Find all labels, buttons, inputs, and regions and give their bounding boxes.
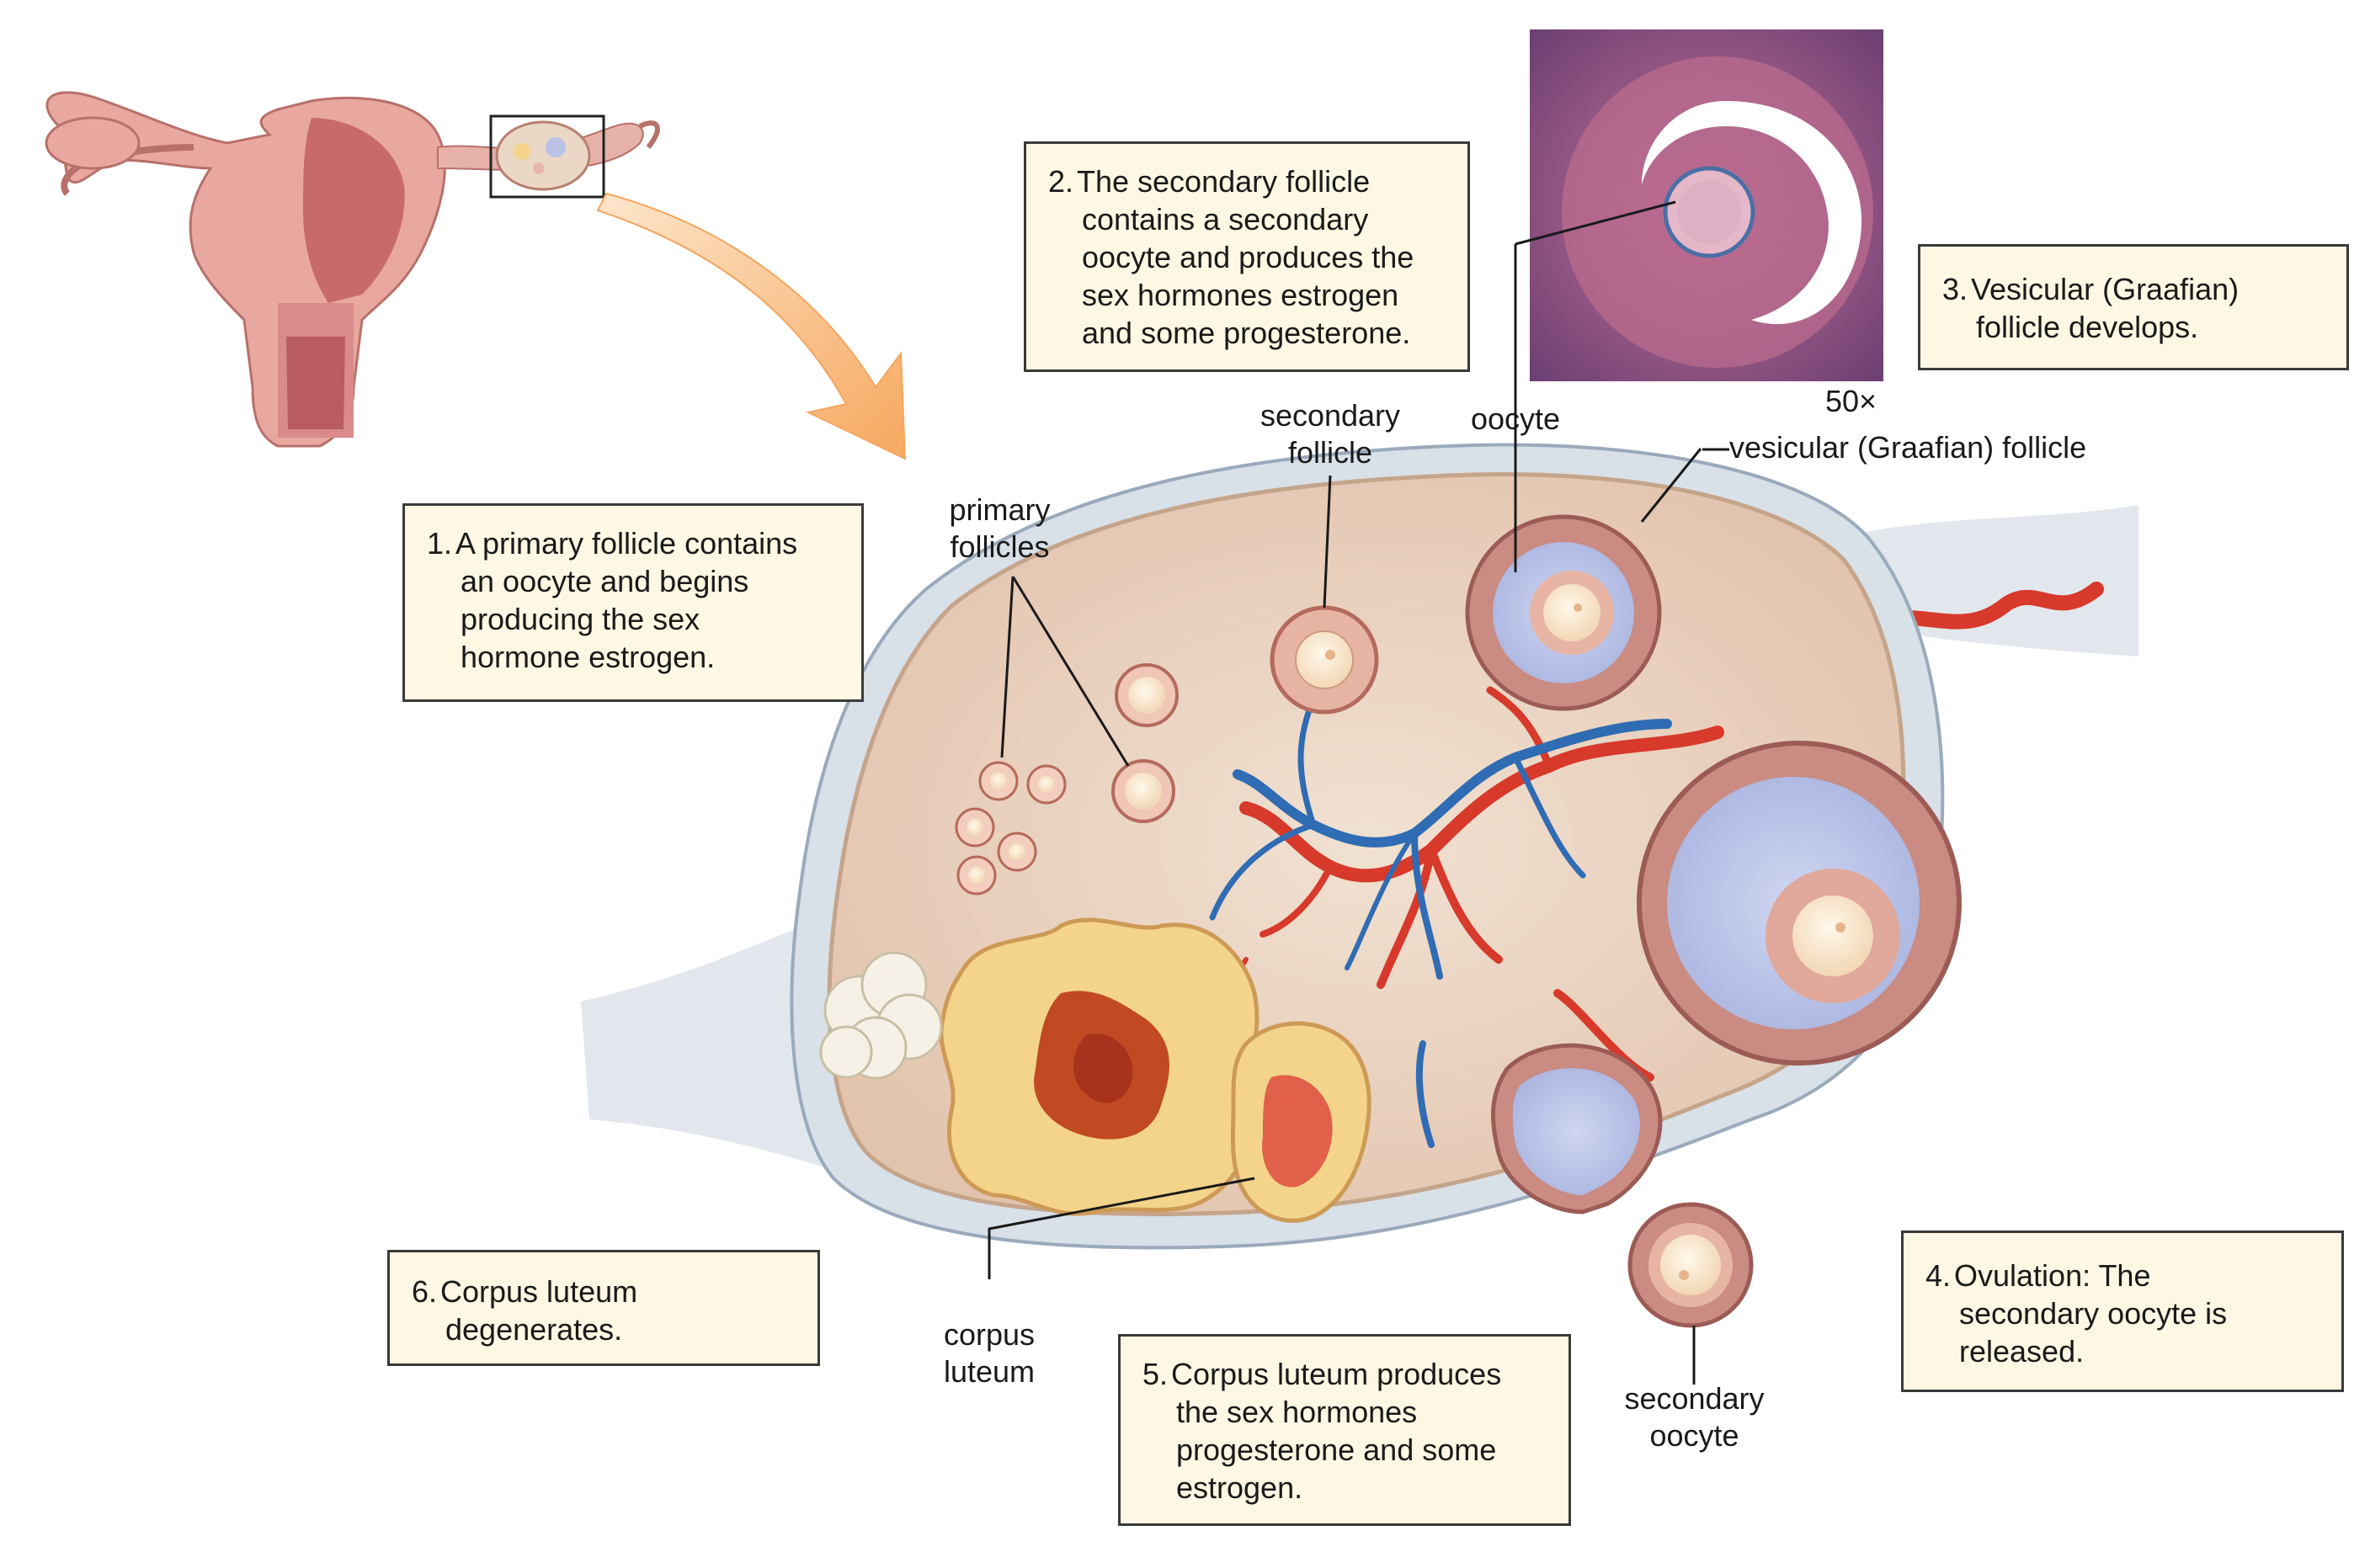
step-text: secondary oocyte is xyxy=(1959,1296,2228,1331)
mature-follicle xyxy=(1637,741,1962,1066)
label-line: follicles xyxy=(950,529,1050,564)
leader-lines xyxy=(988,200,1702,1385)
label-line: secondary xyxy=(1260,398,1401,433)
vesicular-follicle xyxy=(1465,514,1662,711)
step-text: Ovulation: The xyxy=(1954,1258,2151,1293)
ruptured-follicle xyxy=(1491,1043,1663,1215)
step-text: follicle develops. xyxy=(1976,310,2199,344)
label-primary-follicles: primary follicles xyxy=(926,492,1073,566)
label-corpus-luteum: corpus luteum xyxy=(926,1316,1052,1390)
step-text: Corpus luteum xyxy=(440,1274,638,1309)
corpus-albicans xyxy=(819,951,943,1080)
step-5-callout: 5.Corpus luteum produces the sex hormone… xyxy=(1118,1334,1571,1526)
label-line: oocyte xyxy=(1649,1418,1739,1453)
step-text: sex hormones estrogen xyxy=(1082,278,1399,312)
micrograph-magnification: 50× xyxy=(1825,384,1877,418)
step-number: 3. xyxy=(1942,272,1968,306)
label-line: corpus xyxy=(943,1317,1036,1352)
step-number: 2. xyxy=(1048,164,1074,199)
step-text: The secondary follicle xyxy=(1077,164,1371,199)
corpus-luteum-small xyxy=(1230,1021,1371,1223)
step-text: Vesicular (Graafian) xyxy=(1971,272,2239,306)
step-text: an oocyte and begins xyxy=(461,564,749,598)
step-text: estrogen. xyxy=(1176,1470,1303,1505)
label-secondary-oocyte: secondary oocyte xyxy=(1604,1380,1785,1454)
label-line: oocyte xyxy=(1470,401,1561,436)
label-line: secondary xyxy=(1624,1381,1765,1416)
step-text: degenerates. xyxy=(445,1312,623,1347)
released-secondary-oocyte xyxy=(1627,1202,1754,1328)
follicle-micrograph xyxy=(1530,29,1883,381)
corpus-luteum-large xyxy=(939,917,1260,1216)
step-text: and some progesterone. xyxy=(1082,316,1411,350)
step-text: progesterone and some xyxy=(1176,1432,1497,1467)
label-line: luteum xyxy=(943,1354,1036,1389)
step-2-callout: 2.The secondary follicle contains a seco… xyxy=(1024,141,1470,372)
zoom-arrow xyxy=(596,192,907,460)
step-1-callout: 1.A primary follicle contains an oocyte … xyxy=(402,503,864,702)
ovarian-vessels xyxy=(1209,686,1724,1148)
step-number: 1. xyxy=(427,526,453,561)
step-number: 6. xyxy=(412,1274,438,1309)
step-3-callout: 3.Vesicular (Graafian) follicle develops… xyxy=(1918,244,2349,370)
step-4-callout: 4.Ovulation: The secondary oocyte is rel… xyxy=(1901,1230,2344,1392)
label-vesicular-follicle: vesicular (Graafian) follicle xyxy=(1704,429,2086,466)
step-text: oocyte and produces the xyxy=(1082,240,1414,274)
step-text: A primary follicle contains xyxy=(455,526,798,561)
step-text: released. xyxy=(1959,1334,2085,1369)
secondary-follicle xyxy=(1270,605,1379,715)
uterus-illustration xyxy=(45,91,660,448)
step-text: contains a secondary xyxy=(1082,202,1369,237)
label-secondary-follicle: secondary follicle xyxy=(1242,397,1419,471)
vesicular-leader-tick xyxy=(1702,448,1729,451)
step-text: hormone estrogen. xyxy=(461,640,716,674)
ovarian-ligament xyxy=(581,917,859,1178)
primary-follicles xyxy=(955,663,1179,896)
step-number: 4. xyxy=(1925,1258,1952,1293)
label-line: follicle xyxy=(1287,435,1373,470)
step-text: Corpus luteum produces xyxy=(1171,1357,1502,1391)
step-text: producing the sex xyxy=(461,602,700,636)
zoom-box xyxy=(489,114,605,199)
step-number: 5. xyxy=(1142,1357,1169,1391)
label-line: vesicular (Graafian) follicle xyxy=(1729,430,2087,465)
label-line: primary xyxy=(949,492,1051,527)
step-6-callout: 6.Corpus luteum degenerates. xyxy=(387,1250,820,1366)
label-oocyte: oocyte xyxy=(1461,401,1570,438)
step-text: the sex hormones xyxy=(1176,1395,1418,1429)
